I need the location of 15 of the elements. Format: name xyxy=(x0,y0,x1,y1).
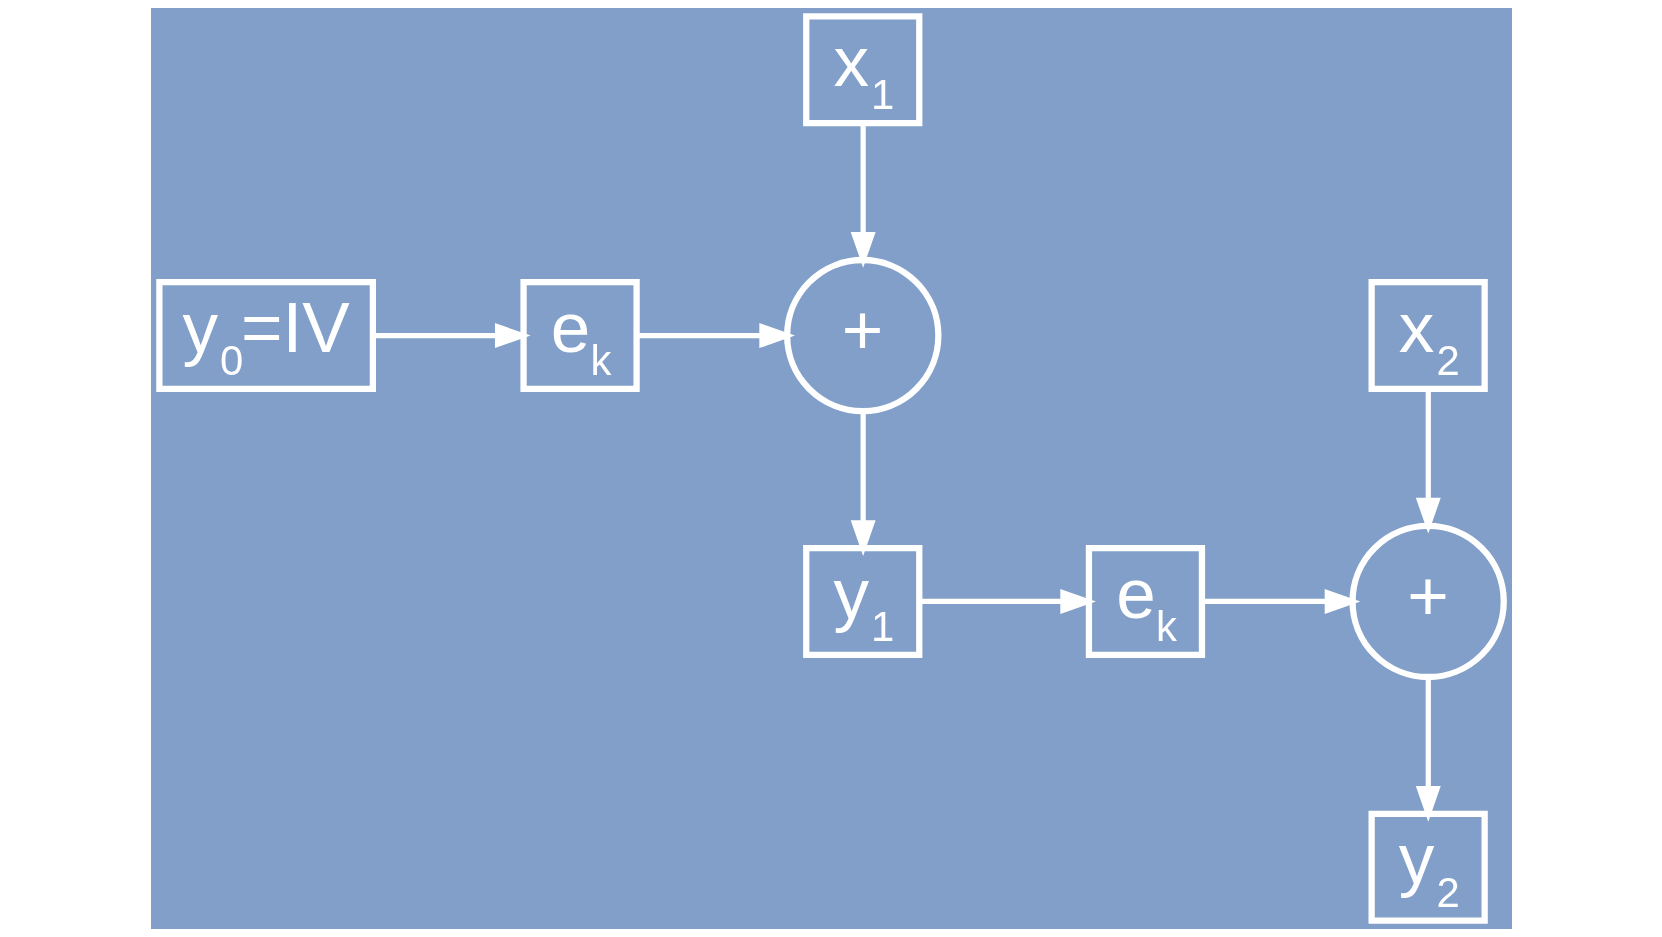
node-box: y$_{1}$ xyxy=(802,544,922,658)
node-box: e$_{k}$ xyxy=(1085,544,1205,658)
node-box: e$_{k}$ xyxy=(519,279,640,393)
node-box: y$_{2}$ xyxy=(1368,810,1488,924)
arrow xyxy=(1415,389,1441,534)
arrow xyxy=(850,411,876,556)
node-circle: + xyxy=(1348,522,1507,681)
node-box: y$_{0}$=IV xyxy=(155,279,376,393)
node-box: x$_{2}$ xyxy=(1368,279,1488,393)
node-box: x$_{1}$ xyxy=(802,13,922,127)
arrow xyxy=(1415,677,1441,822)
arrow xyxy=(1201,588,1360,614)
arrow xyxy=(850,123,876,268)
arrow xyxy=(636,323,795,349)
node-circle: + xyxy=(783,256,941,415)
